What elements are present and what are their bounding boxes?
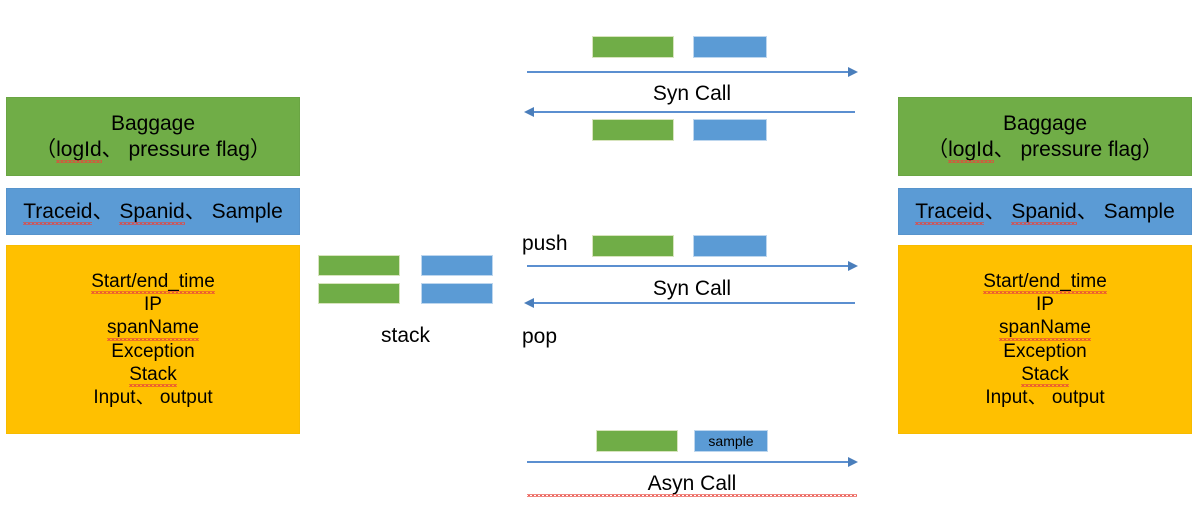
right-spanid: Spanid [1011, 199, 1078, 225]
right-span-line-4: Stack [1021, 363, 1069, 388]
left-baggage-title: Baggage [110, 111, 196, 135]
stack-bar-blue-1 [421, 283, 493, 304]
syn-call-top-blue-bar-lower [693, 119, 767, 141]
syn-call-middle-arrow-right [527, 261, 858, 271]
left-trace-sep-1: 、 [92, 199, 120, 223]
syn-call-top-blue-bar-upper [693, 36, 767, 58]
left-sample: Sample [211, 199, 283, 223]
asyn-call-blue-bar: sample [694, 430, 768, 452]
left-baggage-block: Baggage （logId、 pressure flag） [6, 97, 300, 176]
right-span-line-2: spanName [999, 317, 1091, 341]
left-trace-block: Traceid、 Spanid、 Sample [6, 188, 300, 235]
stack-bar-green-0 [318, 255, 400, 276]
syn-call-middle-blue-bar [693, 235, 767, 257]
asyn-call-sample-label: sample [708, 433, 754, 449]
left-baggage-logid: logId [56, 137, 102, 163]
right-baggage-paren-close: ） [1141, 137, 1163, 161]
left-spanid: Spanid [119, 199, 186, 225]
syn-call-top-label: Syn Call [652, 82, 732, 105]
syn-call-top-arrow-left [524, 107, 855, 117]
syn-call-middle-label: Syn Call [652, 277, 732, 300]
right-baggage-logid: logId [948, 137, 994, 163]
left-span-line-4: Stack [129, 363, 177, 388]
left-span-block: Start/end_time IP spanName Exception Sta… [6, 245, 300, 434]
left-traceid: Traceid [23, 199, 93, 225]
pop-label: pop [522, 325, 558, 348]
left-span-line-1: IP [144, 294, 162, 316]
right-trace-detail: Traceid、 Spanid、 Sample [915, 199, 1175, 225]
left-trace-sep-2: 、 [184, 199, 212, 223]
asyn-call-green-bar [596, 430, 678, 452]
left-trace-detail: Traceid、 Spanid、 Sample [23, 199, 283, 225]
right-baggage-detail: （logId、 pressure flag） [927, 137, 1163, 163]
right-traceid: Traceid [915, 199, 985, 225]
right-baggage-title: Baggage [1002, 111, 1088, 135]
left-span-line-3: Exception [111, 340, 195, 362]
right-trace-sep-1: 、 [984, 199, 1012, 223]
right-baggage-block: Baggage （logId、 pressure flag） [898, 97, 1192, 176]
syn-call-top-green-bar-upper [592, 36, 674, 58]
right-span-line-3: Exception [1003, 340, 1087, 362]
right-span-block: Start/end_time IP spanName Exception Sta… [898, 245, 1192, 434]
syn-call-top-green-bar-lower [592, 119, 674, 141]
right-trace-sep-2: 、 [1076, 199, 1104, 223]
left-baggage-paren-close: ） [249, 137, 271, 161]
right-trace-block: Traceid、 Spanid、 Sample [898, 188, 1192, 235]
right-span-line-0: Start/end_time [983, 270, 1107, 295]
syn-call-middle-arrow-left [524, 298, 855, 308]
left-baggage-detail: （logId、 pressure flag） [35, 137, 271, 163]
syn-call-top-arrow-right [527, 67, 858, 77]
right-span-line-5: Input、 output [985, 386, 1105, 408]
right-span-line-1: IP [1036, 294, 1054, 316]
stack-bar-blue-0 [421, 255, 493, 276]
left-span-line-5: Input、 output [93, 386, 213, 408]
asyn-call-label: Asyn Call [527, 472, 857, 497]
left-span-line-2: spanName [107, 317, 199, 341]
stack-bar-green-1 [318, 283, 400, 304]
left-baggage-pressure: 、 pressure flag [101, 137, 250, 161]
asyn-call-arrow-right [527, 457, 858, 467]
right-sample: Sample [1103, 199, 1175, 223]
syn-call-middle-green-bar [592, 235, 674, 257]
right-baggage-paren-open: （ [927, 137, 949, 161]
left-baggage-paren-open: （ [35, 137, 57, 161]
right-baggage-pressure: 、 pressure flag [993, 137, 1142, 161]
stack-label: stack [381, 324, 431, 347]
push-label: push [522, 232, 568, 255]
left-span-line-0: Start/end_time [91, 270, 215, 295]
